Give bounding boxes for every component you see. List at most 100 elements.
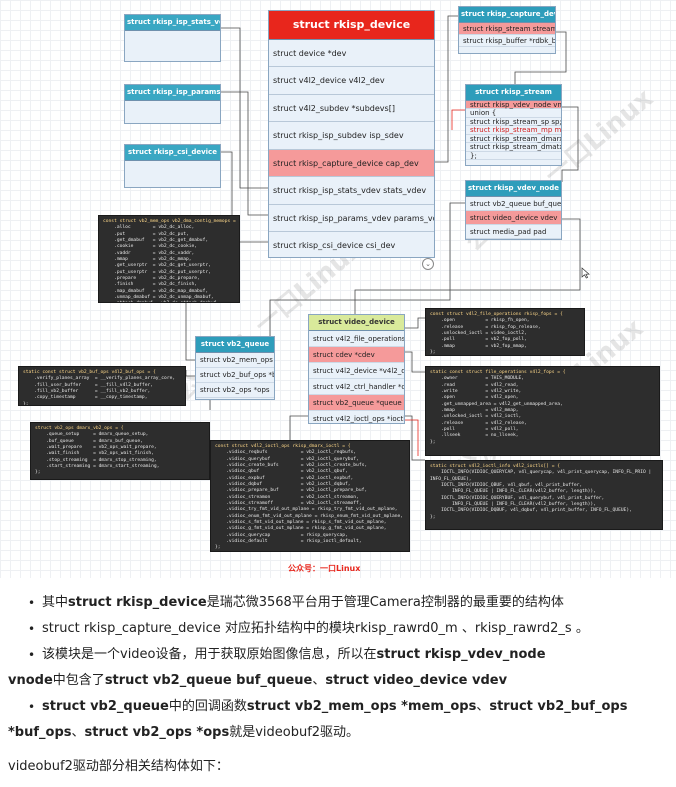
bullet-text: struct vb2_queue buf_queue	[104, 673, 313, 688]
code-line: .vidioc_querycap = rkisp_querycap,	[215, 532, 348, 538]
bullet-continuation: *buf_ops、struct vb2_ops *ops就是videobuf2驱…	[8, 720, 676, 746]
bullet-item: •其中struct rkisp_device是瑞芯微3568平台用于管理Came…	[20, 590, 676, 616]
vb2-queue-box: struct vb2_queue struct vb2_mem_ops *mem…	[195, 336, 275, 400]
code-line: .get_dmabuf = vb2_dc_get_dmabuf,	[103, 237, 209, 243]
credit-label: 公众号：一口Linux	[288, 564, 361, 573]
struct-field-row: struct rkisp_stream_mp mp;	[466, 126, 561, 135]
code-line: .put = vb2_dc_put,	[103, 231, 189, 237]
code-line: };	[23, 401, 29, 406]
mouse-cursor-icon	[581, 267, 590, 279]
struct-field-row: struct v4l2_device *v4l2_dev	[309, 363, 404, 379]
csi-device-title: struct rkisp_csi_device	[125, 145, 220, 161]
struct-field-row: struct rkisp_stream_dmatx dmatx;	[466, 143, 561, 152]
code-line: .attach_dmabuf = vb2_dc_attach_dmabuf,	[103, 301, 235, 302]
connector-lines	[185, 15, 581, 461]
v4l2-ioctls-code: static struct v4l2_ioctl_info v4l2_ioctl…	[425, 460, 663, 530]
code-line: .vidioc_streamon = vb2_ioctl_streamon,	[215, 494, 359, 500]
rkisp-device-title: struct rkisp_device	[269, 11, 434, 40]
bullet-text: vnode	[8, 673, 53, 688]
struct-field-row: struct vb2_queue buf_queue	[466, 197, 561, 211]
struct-field-row: struct cdev *cdev	[309, 346, 404, 363]
code-line: .start_streaming = dmarx_start_streaming…	[35, 463, 160, 469]
struct-field-row: struct vb2_queue *queue	[309, 394, 404, 411]
params-vdev-box: struct rkisp_isp_params_vdev	[124, 84, 221, 124]
code-line: };	[35, 470, 41, 476]
code-line: .vidioc_try_fmt_vid_out_mplane = rkisp_t…	[215, 507, 398, 513]
bullet-text: 中的回调函数	[168, 699, 247, 714]
bullet-text: 、	[476, 699, 490, 714]
code-line: IOCTL_INFO(VIDIOC_QBUF, v4l_qbuf, v4l_pr…	[430, 482, 583, 488]
struct-field-row: struct rkisp_csi_device csi_dev	[269, 232, 434, 257]
chevron-down-icon[interactable]: ⌄	[422, 258, 434, 270]
code-line: .vidioc_reqbufs = vb2_ioctl_reqbufs,	[215, 450, 357, 456]
code-line: };	[430, 349, 436, 355]
code-line: .vidioc_g_fmt_vid_out_mplane = rkisp_g_f…	[215, 526, 387, 532]
code-line: .mmap = vb2_dc_mmap,	[103, 256, 192, 262]
video-device-title: struct video_device	[309, 315, 404, 331]
code-line: INFO_FL_QUEUE | INFO_FL_CLEAR(v4l2_buffe…	[430, 489, 596, 495]
vb2-queue-title: struct vb2_queue	[196, 337, 274, 353]
bullet-text: 中包含了	[52, 673, 105, 688]
bullet-dot-icon: •	[28, 648, 36, 662]
code-line: };	[430, 514, 436, 520]
stats-vdev-title: struct rkisp_isp_stats_vdev	[125, 15, 220, 31]
csi-device-box: struct rkisp_csi_device	[124, 144, 221, 188]
code-line: .prepare = vb2_dc_prepare,	[103, 275, 200, 281]
buf-ops-code: static const struct vb2_buf_ops v4l2_buf…	[18, 366, 186, 406]
struct-field-row: struct vb2_ops *ops	[196, 383, 274, 398]
code-line: .buf_queue = dmarx_buf_queue,	[35, 438, 143, 444]
code-line: .llseek = no_llseek,	[430, 433, 519, 439]
code-line: .vidioc_s_fmt_vid_out_mplane = rkisp_s_f…	[215, 519, 387, 525]
code-line: };	[215, 545, 221, 551]
code-line: .wait_finish = vb2_ops_wait_finish,	[35, 451, 154, 457]
bullet-dot-icon: •	[28, 700, 36, 714]
video-device-box: struct video_device struct v4l2_file_ope…	[308, 314, 405, 424]
code-line: INFO_FL_QUEUE | INFO_FL_CLEAR(v4l2_buffe…	[430, 501, 596, 507]
struct-field-row: struct rkisp_buffer *rdbk_buf[]	[459, 35, 555, 47]
code-line: IOCTL_INFO(VIDIOC_DQBUF, v4l_dqbuf, v4l_…	[430, 508, 632, 514]
bullet-text: 该模块是一个video设备，用于获取原始图像信息，所以在	[42, 647, 377, 662]
diagram: 公众号：一口Linux 公众号：一口Linux 公众号：一口Linux str	[0, 0, 676, 578]
code-line: .alloc = vb2_dc_alloc,	[103, 225, 195, 231]
code-line: .finish = vb2_dc_finish,	[103, 282, 198, 288]
struct-field-row: struct vb2_buf_ops *buf_ops	[196, 368, 274, 383]
code-line: .open = v4l2_open,	[430, 395, 519, 401]
code-line: struct vb2_ops dmarx_vb2_ops = {	[35, 426, 124, 431]
bullet-text: struct rkisp_device	[68, 595, 207, 610]
rkisp-stream-box: struct rkisp_stream struct rkisp_vdev_no…	[465, 84, 562, 166]
code-line: .unlocked_ioctl = v4l2_ioctl,	[430, 414, 522, 420]
vdev-node-box: struct rkisp_vdev_node vnode struct vb2_…	[465, 180, 562, 240]
struct-field-row: struct v4l2_ioctl_ops *ioctl_ops	[309, 411, 404, 423]
bullet-text: struct video_device vdev	[325, 673, 508, 688]
code-line: .vidioc_streamoff = vb2_ioctl_streamoff,	[215, 500, 362, 506]
code-line: .read = v4l2_read,	[430, 382, 519, 388]
code-line: };	[430, 439, 436, 445]
bullet-item: •struct rkisp_capture_device 对应拓扑结构中的模块r…	[20, 616, 676, 642]
rkisp-stream-title: struct rkisp_stream	[466, 85, 561, 101]
struct-field-row: struct v4l2_subdev *subdevs[]	[269, 95, 434, 123]
bullet-continuation: vnode中包含了struct vb2_queue buf_queue、stru…	[8, 668, 676, 694]
rkisp-fops-code: const struct v4l2_file_operations rkisp_…	[425, 308, 585, 356]
capture-device-box: struct rkisp_capture_device struct rkisp…	[458, 6, 556, 54]
code-line: .vidioc_dqbuf = vb2_ioctl_dqbuf,	[215, 481, 351, 487]
code-line: .release = rkisp_fop_release,	[430, 324, 541, 330]
struct-field-row: struct rkisp_capture_device cap_dev	[269, 149, 434, 178]
capture-device-title: struct rkisp_capture_device	[459, 7, 555, 23]
code-line: const struct v4l2_file_operations rkisp_…	[430, 312, 563, 317]
struct-field-row: struct media_pad pad	[466, 225, 561, 239]
bullet-text: *buf_ops	[8, 725, 72, 740]
v4l2-fops-code: static const struct file_operations v4l2…	[425, 366, 660, 456]
struct-field-row: struct rkisp_isp_params_vdev params_vdev	[269, 205, 434, 233]
code-line: .poll = v4l2_poll,	[430, 426, 519, 432]
code-line: .vidioc_qbuf = vb2_ioctl_qbuf,	[215, 469, 348, 475]
footer-text: videobuf2驱动部分相关结构体如下：	[8, 759, 229, 774]
code-line: .unmap_dmabuf = vb2_dc_unmap_dmabuf,	[103, 294, 214, 300]
struct-field-row: struct rkisp_stream_sp sp;	[466, 118, 561, 127]
code-line: .vidioc_default = rkisp_ioctl_default,	[215, 538, 362, 544]
bullet-text: struct vb2_mem_ops *mem_ops	[246, 699, 477, 714]
code-line: .wait_prepare = vb2_ops_wait_prepare,	[35, 444, 157, 450]
bullet-text: 、	[312, 673, 326, 688]
code-line: .fill_user_buffer = __fill_v4l2_buffer,	[23, 382, 153, 388]
vb2-ops-code: struct vb2_ops dmarx_vb2_ops = { .queue_…	[30, 422, 210, 480]
